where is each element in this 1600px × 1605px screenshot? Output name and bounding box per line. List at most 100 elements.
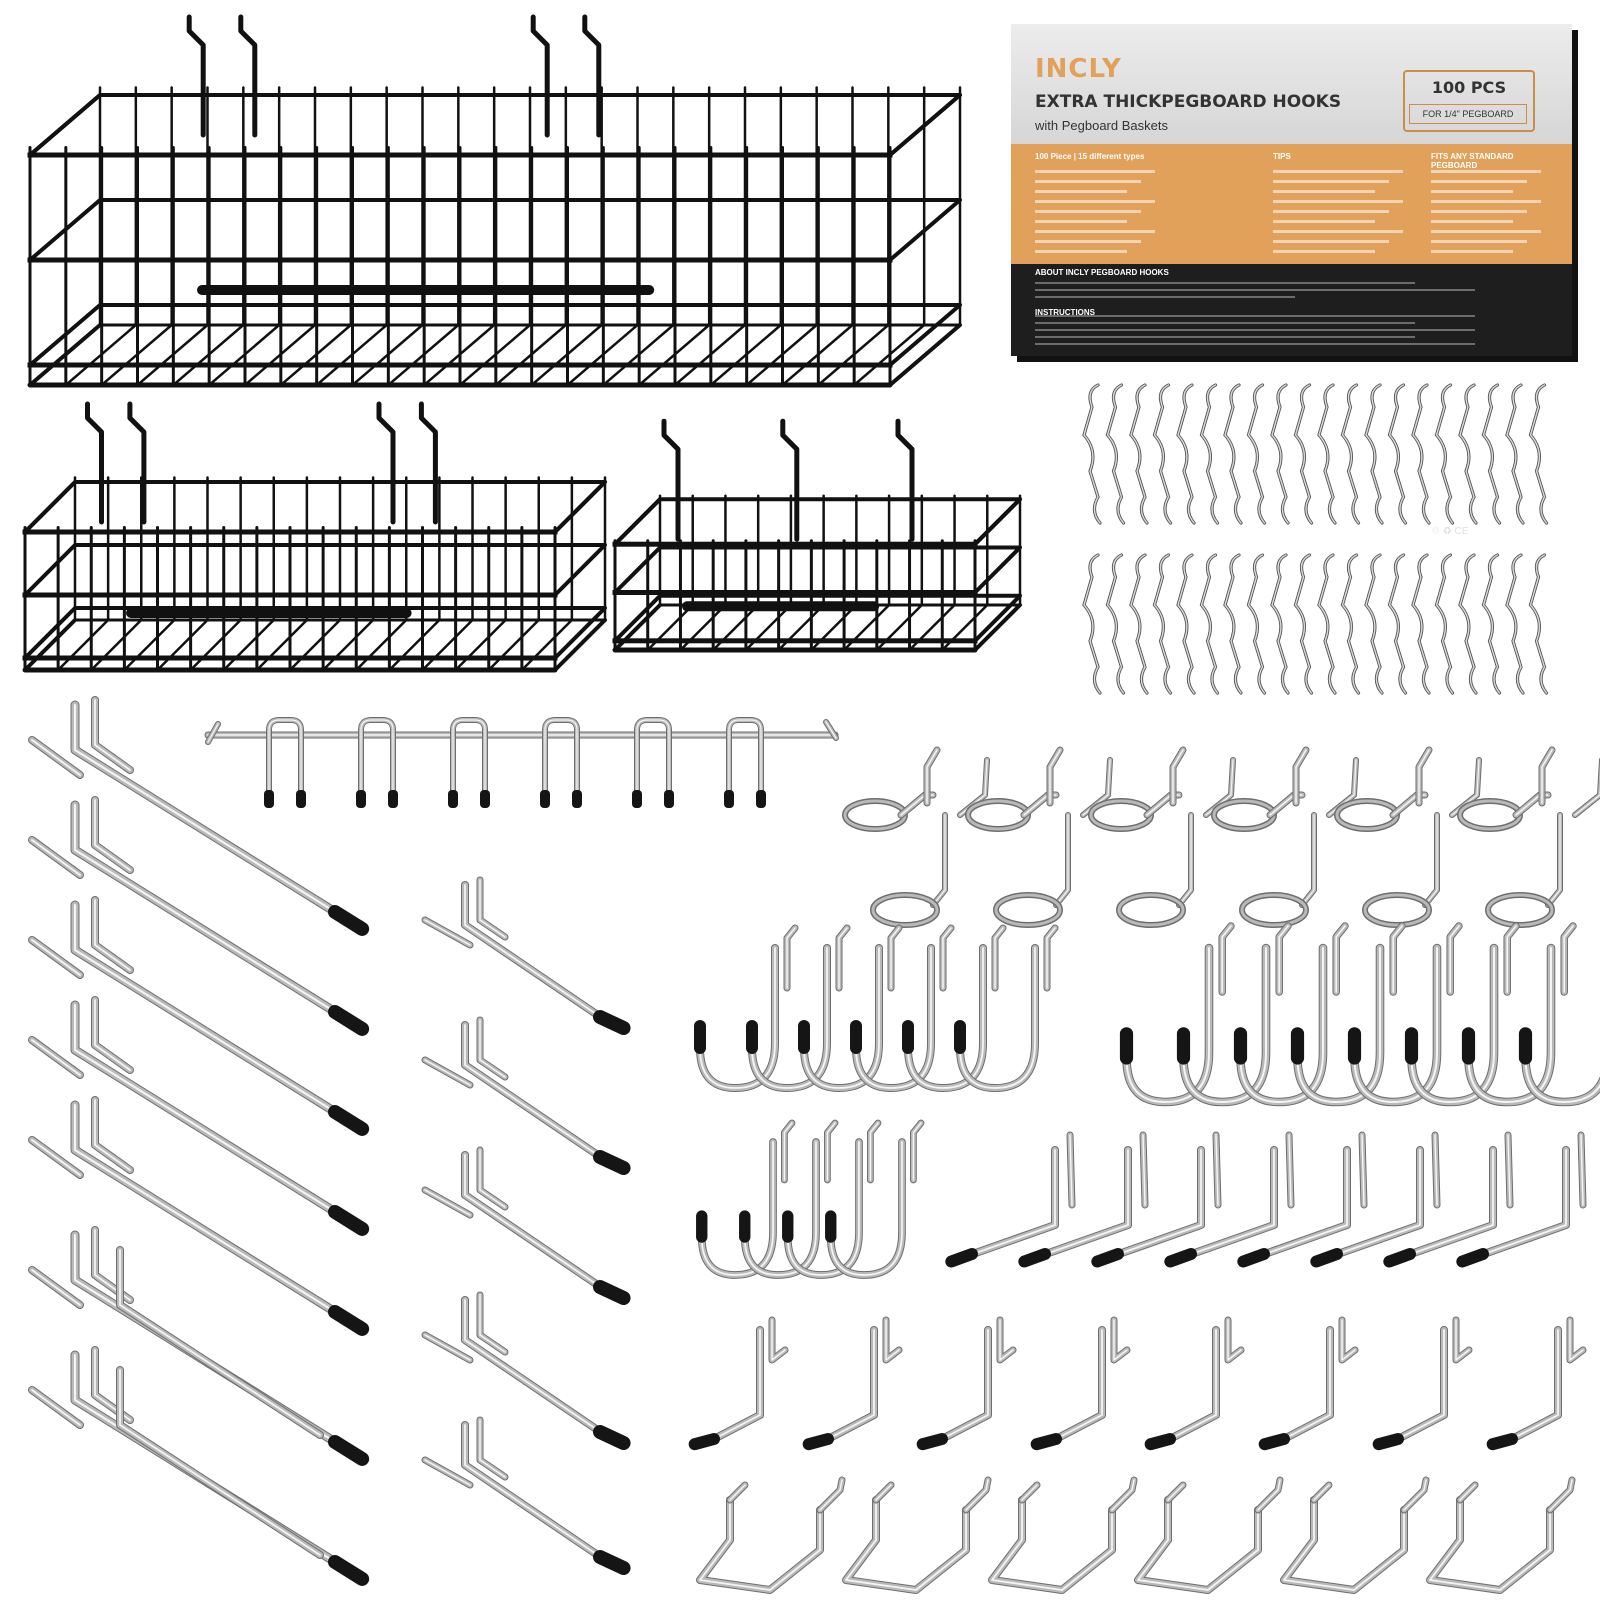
tips-heading: TIPS <box>1273 152 1291 161</box>
short-hook-arm <box>465 1300 605 1435</box>
mounting-hook <box>379 404 393 522</box>
l-hook <box>1037 1320 1127 1444</box>
peg-lock <box>1108 555 1124 693</box>
angled-hook <box>1024 1135 1145 1262</box>
j-hook-wire-shine <box>1127 948 1210 1102</box>
j-hook-wire-edge <box>700 948 775 1088</box>
ring-top <box>1460 801 1520 829</box>
angled-hook-tip <box>951 1254 972 1262</box>
l-hook-mount <box>1342 1320 1355 1360</box>
peg-lock <box>1225 555 1241 693</box>
small-j-hook <box>856 928 951 1088</box>
ring-top <box>1091 801 1151 829</box>
fine-print-line <box>1035 322 1415 324</box>
mounting-hook <box>585 17 599 135</box>
short-hook <box>425 1150 624 1298</box>
peg-lock <box>1202 385 1218 523</box>
ring-top <box>968 801 1028 829</box>
angled-hook <box>951 1135 1072 1262</box>
rack-prong-tip <box>264 790 274 808</box>
short-hook-tip <box>600 1287 624 1298</box>
loop-hook-wire-edge <box>1138 1500 1258 1590</box>
back-rail <box>25 545 605 595</box>
short-hook-arm <box>465 1155 605 1290</box>
rack-prong-tip <box>756 790 766 808</box>
rack-prong <box>545 720 577 795</box>
angled-hook <box>1243 1135 1364 1262</box>
loop-hook-wire-shine <box>1430 1500 1550 1590</box>
loop-hooks <box>700 1480 1572 1590</box>
multi-tool-rack <box>208 720 836 808</box>
fine-print-line <box>1035 250 1127 253</box>
l-hook-mount <box>772 1320 785 1360</box>
bottom-wire <box>257 620 307 670</box>
fits-any-heading: FITS ANY STANDARD PEGBOARD <box>1431 152 1551 170</box>
angled-hook <box>1316 1135 1437 1262</box>
rack-prong-tip <box>388 790 398 808</box>
rack-prong-shine <box>637 720 669 795</box>
fine-print-line <box>1431 200 1541 203</box>
double-hook-arm-shine <box>120 1250 320 1435</box>
long-hook-tip <box>335 1562 362 1579</box>
wire-baskets <box>25 17 1020 670</box>
peg-lock <box>1155 555 1171 693</box>
peg-lock <box>1413 385 1429 523</box>
j-hook-wire-shine <box>831 1142 902 1275</box>
l-hook <box>923 1320 1013 1444</box>
peg-lock <box>1460 385 1476 523</box>
l-hook-mount <box>1000 1320 1013 1360</box>
ring-bottom <box>1119 895 1183 925</box>
j-hook-wire <box>745 1142 816 1275</box>
long-hook-arm-edge <box>75 1355 340 1565</box>
j-hook-wire <box>831 1142 902 1275</box>
certification-icons: ♲ ♻ CE <box>1431 526 1468 537</box>
side-edge <box>615 499 660 544</box>
l-hook-mount <box>1228 1320 1241 1360</box>
rack-prong-edge <box>637 720 669 795</box>
l-hook-tip <box>1493 1439 1512 1444</box>
loop-hook-mount-shine <box>1022 1485 1037 1500</box>
peg-lock <box>1296 555 1312 693</box>
peg-lock <box>1084 555 1100 693</box>
loop-hook <box>1284 1480 1426 1590</box>
peg-lock <box>1531 385 1547 523</box>
large-basket <box>30 17 960 385</box>
short-hook-brace-shine <box>480 1020 505 1077</box>
j-hook-wire-shine <box>745 1142 816 1275</box>
rack-prong-tip <box>356 790 366 808</box>
bottom-wire <box>456 620 506 670</box>
rack-prong <box>637 720 669 795</box>
fine-print-line <box>1035 210 1141 213</box>
peg-lock <box>1413 555 1429 693</box>
short-hook-brace-shine <box>480 1295 505 1352</box>
peg-lock <box>1531 555 1547 693</box>
side-edge <box>555 482 605 532</box>
rack-prong <box>729 720 761 795</box>
product-box: INCLY EXTRA THICKPEGBOARD HOOKS with Peg… <box>1011 24 1572 356</box>
ring-bottom <box>873 895 937 925</box>
angled-hooks <box>951 1135 1583 1262</box>
box-headline: EXTRA THICKPEGBOARD HOOKS <box>1035 92 1341 112</box>
bottom-wire <box>356 620 406 670</box>
loop-hook-wire-edge <box>992 1500 1112 1590</box>
small-j-hook <box>804 928 899 1088</box>
box-contents-panel: 100 Piece | 15 different types TIPS FITS… <box>1011 144 1572 264</box>
j-hook-wire-edge <box>788 1142 859 1275</box>
l-hook <box>1379 1320 1469 1444</box>
short-hook-arm <box>465 1025 605 1160</box>
l-hook-arm-edge <box>1168 1330 1216 1440</box>
angled-hook-tip <box>1316 1254 1337 1262</box>
l-hook-tip <box>1379 1439 1398 1444</box>
long-straight-hooks <box>32 700 362 1579</box>
small-j-hook <box>908 928 1003 1088</box>
large-j-hook <box>1412 926 1517 1102</box>
j-hook-wire-edge <box>831 1142 902 1275</box>
j-hook-wire-edge <box>702 1142 773 1275</box>
loop-hook-wire <box>992 1500 1112 1590</box>
peg-lock <box>1437 555 1453 693</box>
peg-lock <box>1202 555 1218 693</box>
loop-hook <box>846 1480 988 1590</box>
short-hook-arm-edge <box>465 1300 605 1435</box>
back-rail <box>25 482 605 532</box>
